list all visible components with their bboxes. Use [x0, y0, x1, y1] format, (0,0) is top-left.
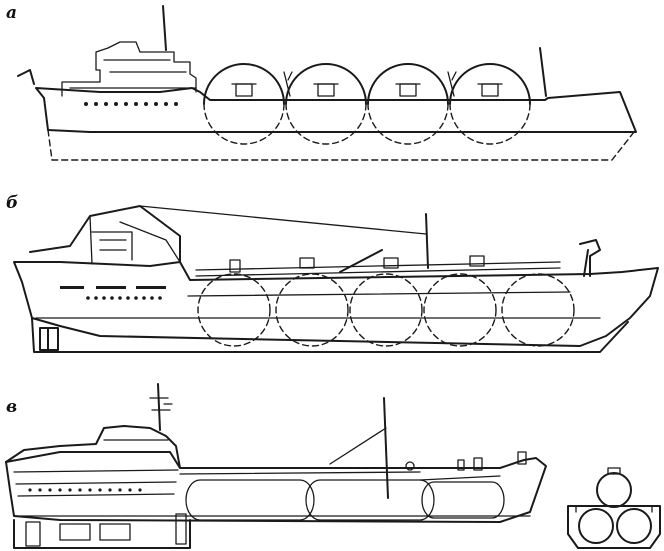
panel-a-underwater-hull	[47, 129, 635, 161]
panel-c-radar	[149, 397, 173, 411]
panel-b: б	[6, 193, 659, 353]
panel-b-portholes	[60, 286, 166, 300]
panel-b-wheelhouse	[89, 215, 133, 265]
cross-section-tank-right	[616, 508, 652, 544]
panel-c-mast	[157, 383, 161, 431]
panel-b-aft-crane	[579, 239, 601, 277]
panel-b-stay-line	[139, 205, 427, 235]
panel-c-deck-piping	[179, 451, 527, 481]
panel-a-flag	[17, 69, 35, 85]
panel-a-funnel	[162, 5, 167, 51]
panel-a-portholes	[84, 102, 178, 106]
panel-b-rudder	[39, 327, 59, 351]
panel-c-mid-mast	[383, 397, 389, 499]
panel-a-label: а	[6, 3, 17, 23]
panel-b-deck-piping	[187, 249, 571, 297]
panel-a-bridge-deck	[69, 59, 197, 89]
cross-section-dome	[607, 467, 621, 475]
panel-c-engine-room	[25, 513, 187, 547]
panel-c-superstructure	[5, 425, 181, 469]
panel-c-stay-line	[329, 427, 387, 465]
panel-a-aft-mast	[539, 47, 547, 97]
panel-a-tank-domes	[231, 71, 503, 97]
panel-c-portholes	[28, 488, 142, 492]
panel-b-superstructure	[29, 205, 181, 263]
panel-c-tanks	[185, 479, 505, 521]
cross-section-hull	[567, 505, 661, 549]
panel-b-stay-line-2	[119, 221, 181, 263]
panel-a-hull	[35, 87, 637, 133]
cross-section-tank-left	[578, 508, 614, 544]
panel-c-label: в	[6, 397, 17, 417]
panel-c-cross-section	[567, 467, 661, 549]
panel-a-tanks	[203, 63, 531, 145]
panel-c-hull	[5, 451, 547, 523]
panel-b-underwater-hull	[31, 317, 629, 353]
panel-a: а	[6, 3, 637, 161]
panel-a-superstructure	[61, 41, 197, 97]
panel-b-tanks	[197, 273, 575, 347]
cross-section-tank-top	[596, 472, 632, 508]
panel-b-hull	[13, 261, 659, 347]
panel-c-decks	[13, 439, 179, 497]
panel-b-mid-mast	[425, 213, 429, 269]
panel-c: в	[5, 383, 661, 549]
panel-c-keel	[13, 519, 191, 549]
panel-b-label: б	[6, 193, 18, 213]
